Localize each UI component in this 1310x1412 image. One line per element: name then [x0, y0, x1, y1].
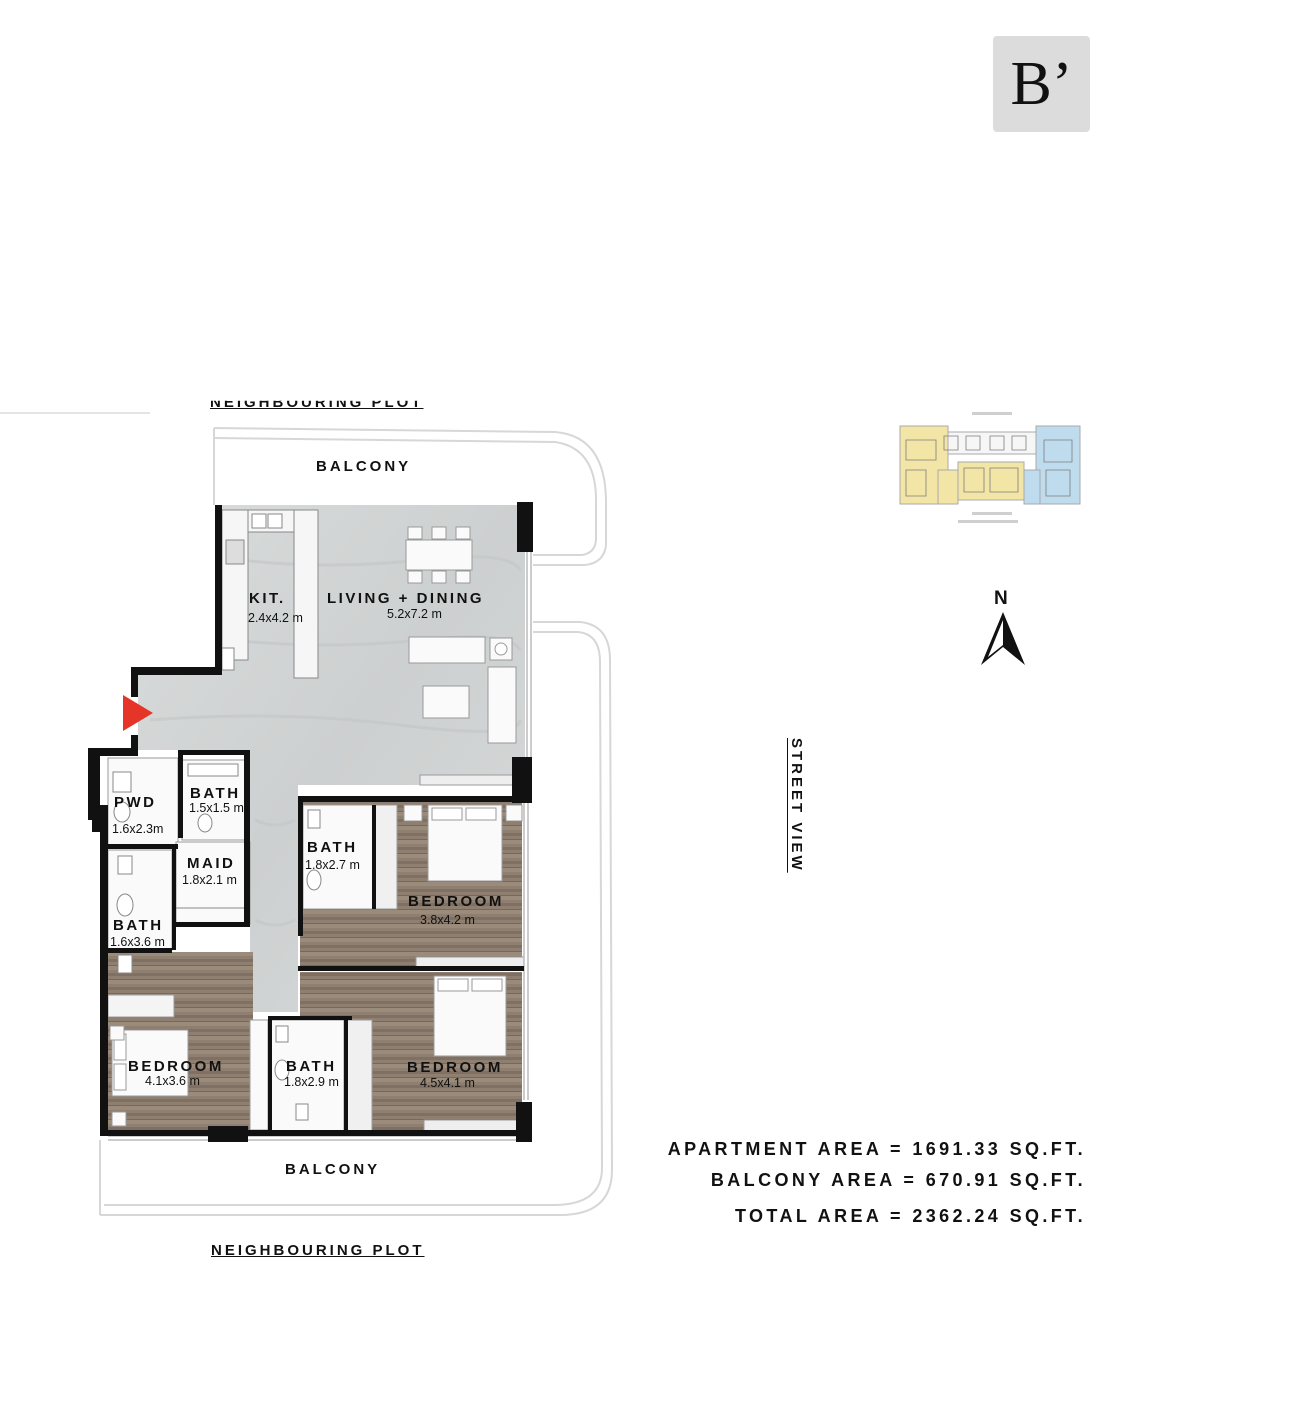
bath-left-name: BATH	[113, 917, 164, 934]
bath-center-name: BATH	[307, 839, 358, 856]
living-dining-dims: 5.2x7.2 m	[387, 607, 442, 621]
unit-type-badge: B’	[993, 36, 1090, 132]
bedroom-right-top-dims: 3.8x4.2 m	[420, 913, 475, 927]
walls	[88, 502, 533, 1142]
living-dining-name: LIVING + DINING	[327, 590, 485, 607]
neighbouring-plot-bottom-label: NEIGHBOURING PLOT	[211, 1242, 425, 1259]
top-balcony-outline	[213, 427, 607, 566]
bath-fixtures	[112, 763, 322, 1121]
bedroom-right-bottom-dims: 4.5x4.1 m	[420, 1076, 475, 1090]
bedroom-left-name: BEDROOM	[128, 1058, 224, 1075]
kitchen-dims: 2.4x4.2 m	[248, 611, 303, 625]
kitchen-fixtures	[221, 509, 319, 679]
maid-dims: 1.8x2.1 m	[182, 873, 237, 887]
bath-small-name: BATH	[190, 785, 241, 802]
apartment-area: APARTMENT AREA = 1691.33 SQ.FT.	[667, 1139, 1086, 1159]
bedroom-right-top-name: BEDROOM	[408, 893, 504, 910]
bedroom-right-bottom-name: BEDROOM	[407, 1059, 503, 1076]
bath-bottom-name: BATH	[286, 1058, 337, 1075]
bedroom-left-dims: 4.1x3.6 m	[145, 1074, 200, 1088]
bottom-balcony-outline	[99, 621, 614, 1216]
total-area: TOTAL AREA = 2362.24 SQ.FT.	[734, 1206, 1086, 1226]
kitchen-name: KIT.	[249, 590, 286, 607]
bath-center-dims: 1.8x2.7 m	[305, 858, 360, 872]
bottom-balcony-label: BALCONY	[285, 1161, 381, 1178]
bath-small-dims: 1.5x1.5 m	[189, 801, 244, 815]
key-plan-thumbnail	[899, 412, 1081, 523]
neighbouring-plot-top-label: NEIGHBOURING PLOT	[210, 394, 424, 411]
pwd-name: PWD	[114, 794, 157, 811]
pwd-dims: 1.6x2.3m	[112, 822, 164, 836]
north-label: N	[994, 588, 1008, 609]
top-balcony-label: BALCONY	[316, 458, 412, 475]
bath-left-dims: 1.6x3.6 m	[110, 935, 165, 949]
north-arrow-icon	[981, 612, 1025, 665]
bath-bottom-dims: 1.8x2.9 m	[284, 1075, 339, 1089]
street-view-label: STREET VIEW	[788, 738, 805, 873]
entry-arrow-icon	[123, 695, 153, 731]
living-furniture	[405, 526, 521, 786]
balcony-area: BALCONY AREA = 670.91 SQ.FT.	[710, 1170, 1086, 1190]
bedroom-furniture	[109, 804, 525, 1133]
maid-name: MAID	[187, 855, 236, 872]
